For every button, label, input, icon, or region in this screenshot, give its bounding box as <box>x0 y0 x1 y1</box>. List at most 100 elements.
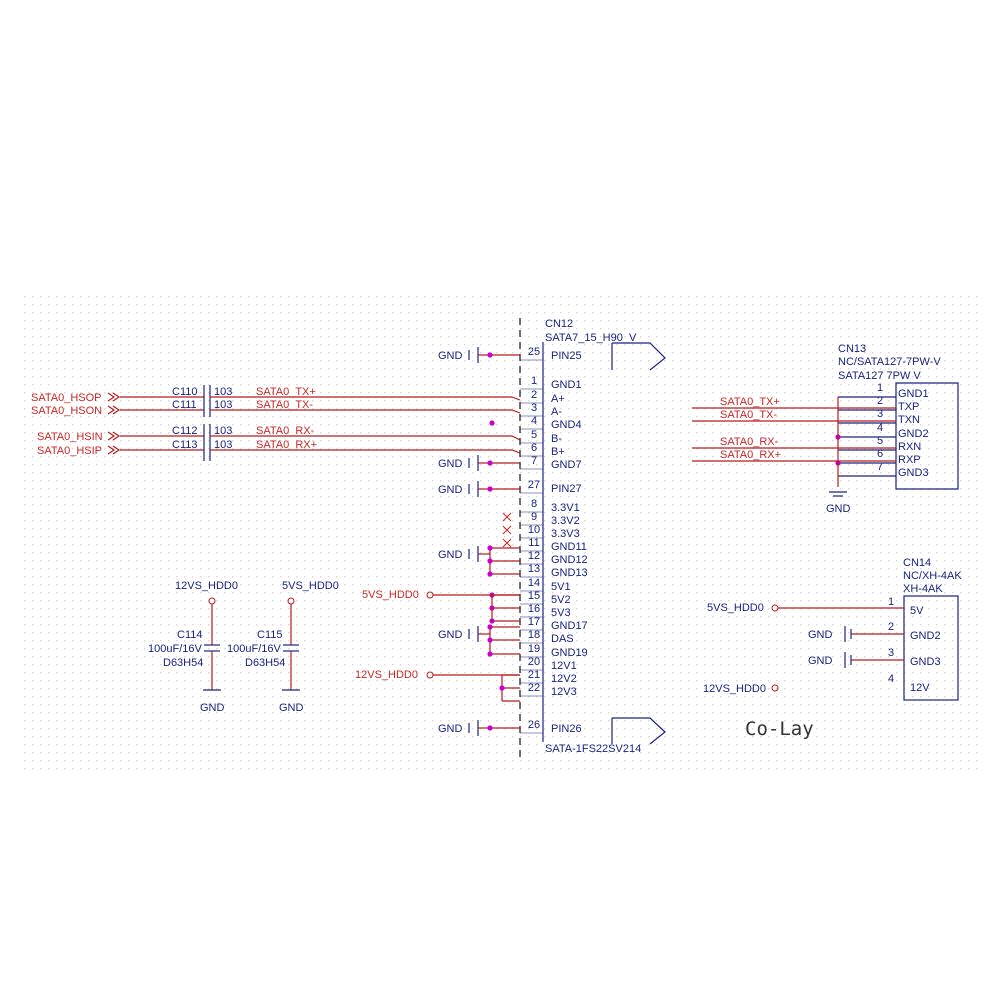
cap-ref: C111 <box>172 399 197 411</box>
gnd-label: GND <box>438 350 463 362</box>
cap-net-label: SATA0_RX+ <box>256 439 317 451</box>
cn12-footprint: SATA-1FS22SV214 <box>545 743 641 755</box>
cn12-pin-num: 15 <box>528 590 540 602</box>
cn12-shield-bottom <box>612 717 666 745</box>
cn12-pin-name: B- <box>551 433 562 445</box>
cn12-pin-num: 6 <box>531 442 537 454</box>
cn13-pin-num: 6 <box>877 448 883 460</box>
cn12-pin-num: 19 <box>528 643 540 655</box>
cn13-pin-name: GND3 <box>898 467 929 479</box>
cn12-pin-num: 21 <box>528 669 540 681</box>
cn12-pin-name: GND7 <box>551 459 582 471</box>
cap-net-wire <box>210 409 521 414</box>
cn14-net-label: 12VS_HDD0 <box>703 683 766 695</box>
cn14-ref: CN14 <box>903 557 931 569</box>
cn12-pin-num: 16 <box>528 603 540 615</box>
cn12-pin-num: 5 <box>531 429 537 441</box>
c114-value: 100uF/16V <box>148 643 202 655</box>
cn13-ref: CN13 <box>838 343 866 355</box>
cn13-pin-name: RXP <box>898 454 921 466</box>
port-arrow-icon[interactable] <box>107 445 121 455</box>
cn14-pin-name: GND3 <box>910 656 941 668</box>
cap-net-wire <box>210 396 521 401</box>
cn12-pin-num: 25 <box>528 346 540 358</box>
cn14-body <box>903 595 959 701</box>
cn13-gnd-label: GND <box>826 503 851 515</box>
cn14-12v-port[interactable] <box>771 684 779 692</box>
cn12-pin-name: 5V1 <box>551 581 571 593</box>
port-arrow-icon[interactable] <box>107 431 121 441</box>
rail-12v-label: 12VS_HDD0 <box>355 669 418 681</box>
cap-ref: C112 <box>172 425 197 437</box>
cn13-pin-name: TXN <box>898 414 920 426</box>
cn12-pin-num: 9 <box>531 511 537 523</box>
bulk-cap-c114[interactable]: 12VS_HDD0 C114 100uF/16V D63H54 GND <box>148 580 238 714</box>
gnd-label: GND <box>438 723 463 735</box>
cn13-pin-num: 1 <box>877 382 883 394</box>
port-arrow-icon[interactable] <box>107 405 121 415</box>
gnd-label: GND <box>438 458 463 470</box>
cn13-pin-num: 5 <box>877 435 883 447</box>
cn12-ref: CN12 <box>545 318 573 330</box>
cn12-pin-num: 8 <box>531 498 537 510</box>
cn12-pin-name: PIN27 <box>551 483 582 495</box>
cn14-connector[interactable]: CN14 NC/XH-4AK XH-4AK 15V2GND23GND3412V5… <box>703 557 962 701</box>
no-connect-icon <box>502 538 512 548</box>
c115-rail: 5VS_HDD0 <box>282 580 339 592</box>
cn12-pin-num: 18 <box>528 629 540 641</box>
cn12-pin-num: 10 <box>528 524 540 536</box>
cn12-pin-num: 13 <box>528 563 540 575</box>
cn12-pin-num: 3 <box>531 402 537 414</box>
cn12-pin-name: B+ <box>551 446 565 458</box>
cn12-pin-name: 12V2 <box>551 673 577 685</box>
gnd-label: GND <box>438 629 463 641</box>
cn12-pin-name: 3.3V1 <box>551 502 580 514</box>
junction-dot <box>487 352 493 358</box>
cap-value: 103 <box>214 425 232 437</box>
cn12-pin-num: 2 <box>531 389 537 401</box>
junction-dot <box>489 420 495 426</box>
cn12-pin-num: 11 <box>528 537 539 549</box>
cn12-pin-num: 22 <box>528 682 540 694</box>
junction-dot <box>487 651 493 657</box>
c114-rail: 12VS_HDD0 <box>175 580 238 592</box>
cn13-pin-name: TXP <box>898 401 919 413</box>
port-arrow-icon[interactable] <box>107 392 121 402</box>
cn12-pin-name: GND1 <box>551 379 582 391</box>
cn12-pin-name: 12V1 <box>551 660 577 672</box>
cn12-pin-num: 12 <box>528 550 540 562</box>
junction-dot <box>499 685 505 691</box>
cn13-pin-num: 3 <box>877 408 883 420</box>
cn13-body <box>895 382 959 490</box>
c114-ref: C114 <box>177 629 202 641</box>
junction-dot <box>487 725 493 731</box>
sata-port-label: SATA0_HSOP <box>31 392 102 404</box>
gnd-label: GND <box>438 484 463 496</box>
sata-port-label: SATA0_HSON <box>31 405 102 417</box>
cap-value: 103 <box>214 386 232 398</box>
cn13-pin-num: 4 <box>877 422 883 434</box>
sata-port-label: SATA0_HSIP <box>37 445 102 457</box>
cn12-pin-name: PIN26 <box>551 723 582 735</box>
cn13-pin-name: GND1 <box>898 388 929 400</box>
cn13-net-label: SATA0_TX- <box>720 409 777 421</box>
cn13-net-label: SATA0_RX+ <box>720 449 781 461</box>
cn13-net-label: SATA0_TX+ <box>720 396 780 408</box>
cap-value: 103 <box>214 399 232 411</box>
cn12-pin-num: 4 <box>531 415 537 427</box>
cn12-pin-name: GND4 <box>551 419 582 431</box>
cn14-pin-num: 3 <box>888 647 894 659</box>
cn12-pin-name: PIN25 <box>551 350 582 362</box>
cn14-pin-name: 12V <box>910 682 930 694</box>
junction-dot <box>487 571 493 577</box>
bulk-cap-c115[interactable]: 5VS_HDD0 C115 100uF/16V D63H54 GND <box>227 580 339 714</box>
cn14-gnd-label: GND <box>808 629 833 641</box>
power-rails: 5VS_HDD0 12VS_HDD0 <box>355 589 520 681</box>
grid-band <box>20 296 982 776</box>
cn12-pin-num: 14 <box>528 577 540 589</box>
